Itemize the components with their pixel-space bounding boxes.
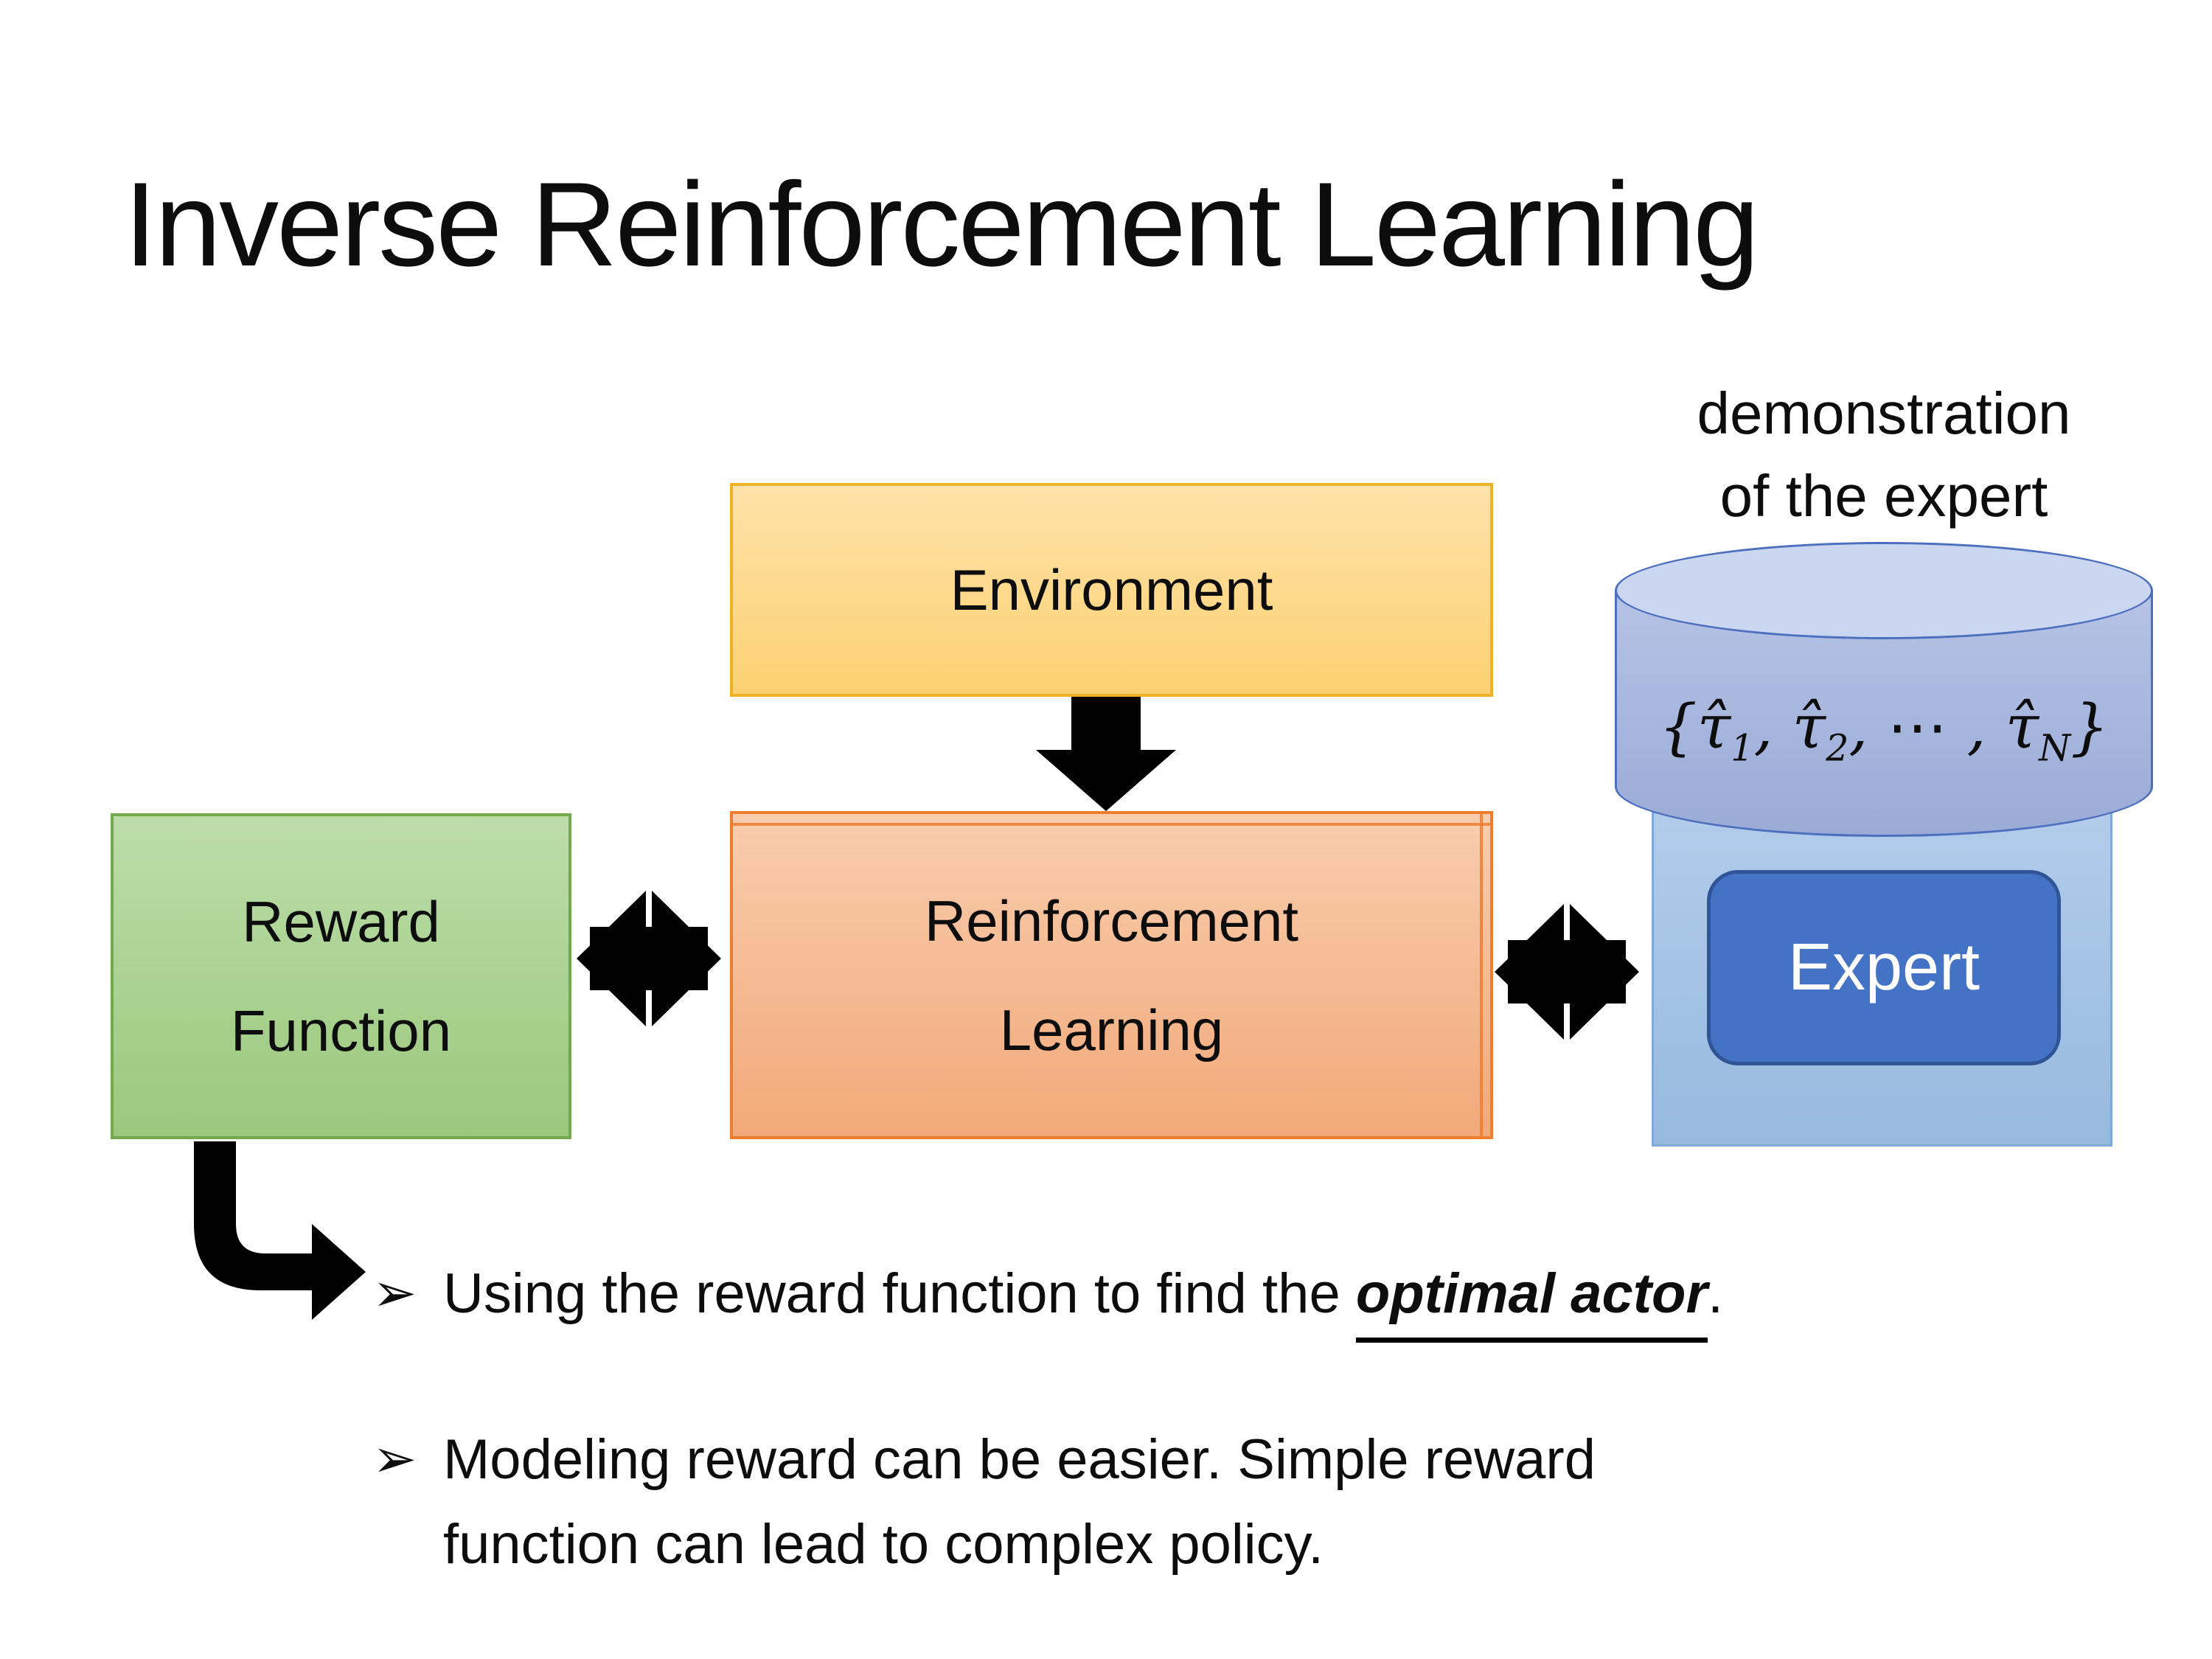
demonstration-caption: demonstration of the expert bbox=[1585, 372, 2183, 538]
bullet-1-pre: Using the reward function to find the bbox=[443, 1262, 1356, 1325]
double-arrow-icon-left bbox=[577, 891, 721, 1026]
bullet-arrow-icon: ➢ bbox=[372, 1264, 417, 1323]
double-arrow-icon-right bbox=[1495, 904, 1639, 1040]
bullet-arrow-icon: ➢ bbox=[372, 1430, 417, 1489]
cylinder-top-ellipse bbox=[1615, 542, 2153, 639]
bullet-2-text: Modeling reward can be easier. Simple re… bbox=[443, 1417, 1596, 1587]
down-arrow-icon bbox=[1036, 697, 1176, 811]
reinforcement-learning-label-line2: Learning bbox=[999, 997, 1224, 1062]
trajectory-set-formula: {τ̂1, τ̂2, ⋯ , τ̂N} bbox=[1658, 692, 2110, 769]
bullet-1-post: . bbox=[1708, 1262, 1724, 1325]
decorative-inner-border-top bbox=[733, 823, 1490, 826]
bullet-item-2: ➢ Modeling reward can be easier. Simple … bbox=[372, 1417, 2142, 1587]
bullet-1-emphasis: optimal actor bbox=[1355, 1251, 1708, 1343]
reward-function-label-line2: Function bbox=[230, 998, 452, 1063]
demonstration-caption-line1: demonstration bbox=[1697, 380, 2071, 446]
bullet-2-line2: function can lead to complex policy. bbox=[443, 1513, 1324, 1576]
reward-function-label-line1: Reward bbox=[242, 889, 440, 954]
environment-label: Environment bbox=[950, 557, 1273, 622]
demonstration-cylinder: {τ̂1, τ̂2, ⋯ , τ̂N} bbox=[1615, 542, 2153, 837]
environment-box: Environment bbox=[730, 483, 1493, 697]
elbow-arrow-icon bbox=[194, 1141, 366, 1320]
page-title: Inverse Reinforcement Learning bbox=[124, 158, 1759, 291]
bullet-1-text: Using the reward function to find the op… bbox=[443, 1251, 1723, 1343]
bullet-2-line1: Modeling reward can be easier. Simple re… bbox=[443, 1428, 1596, 1491]
expert-box: Expert bbox=[1707, 870, 2061, 1065]
bullet-item-1: ➢ Using the reward function to find the … bbox=[372, 1251, 2142, 1343]
reinforcement-learning-box: Reinforcement Learning bbox=[730, 811, 1493, 1139]
reward-function-box: Reward Function bbox=[111, 813, 571, 1139]
expert-label: Expert bbox=[1787, 931, 1980, 1004]
demonstration-caption-line2: of the expert bbox=[1719, 463, 2048, 529]
reinforcement-learning-label-line1: Reinforcement bbox=[924, 888, 1299, 953]
decorative-inner-border-right bbox=[1480, 814, 1483, 1136]
